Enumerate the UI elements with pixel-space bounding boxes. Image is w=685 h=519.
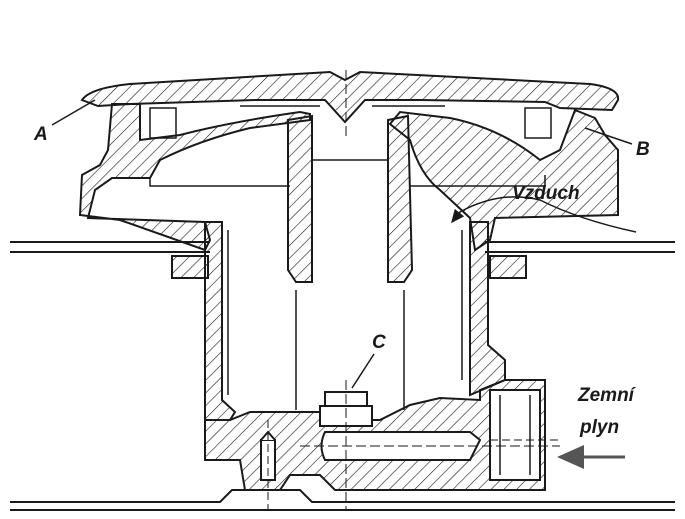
leader-lines (51, 99, 633, 389)
injector-nozzle (319, 380, 373, 510)
label-gas-line2: plyn (579, 417, 619, 438)
mixing-tube-right-wall (387, 114, 414, 283)
mixing-tube-left-wall (287, 114, 313, 283)
hob-plate (10, 241, 675, 253)
inner-skirt (149, 159, 546, 187)
label-air: Vzduch (512, 183, 580, 204)
ignition-pin (260, 420, 276, 510)
label-c: C (372, 332, 386, 353)
gas-passage (300, 431, 560, 461)
body-inner-lines (227, 230, 463, 410)
label-a: A (33, 124, 48, 145)
burner-head-right (388, 108, 619, 252)
gas-inlet-fitting (489, 389, 560, 481)
label-gas-line1: Zemní (577, 385, 637, 406)
body-left-wall (204, 221, 237, 421)
flame-ports (149, 105, 552, 139)
body-right-wall (469, 221, 506, 397)
flange-right (489, 255, 527, 279)
air-flow-arrow (451, 196, 637, 233)
burner-head-left (78, 103, 311, 252)
base-plate (10, 489, 675, 511)
burner-cap (80, 70, 620, 124)
flange-left (171, 255, 209, 279)
label-b: B (636, 139, 650, 160)
